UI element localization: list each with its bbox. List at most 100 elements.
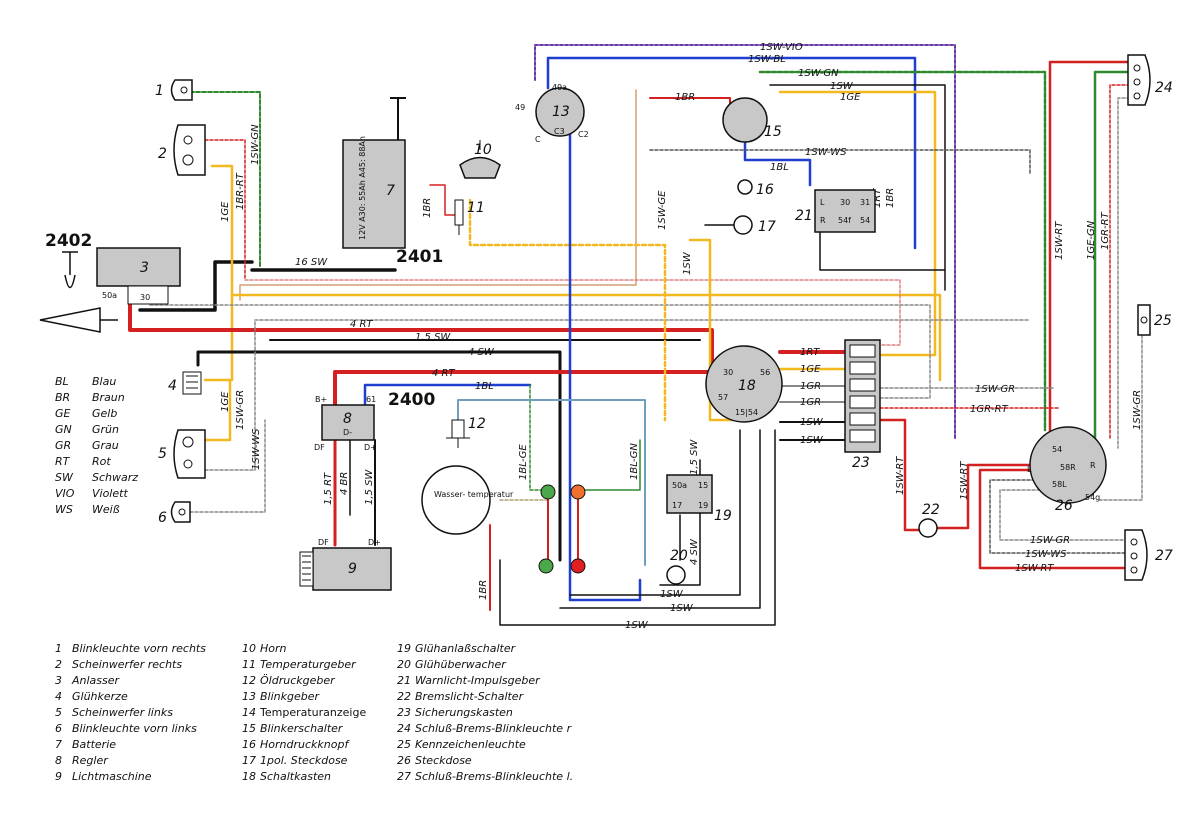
wire-18-ge-dash (468, 198, 667, 422)
wire-1bl-gn (579, 439, 641, 491)
wire-1sw-bl (546, 56, 917, 250)
wire-6 (189, 419, 266, 513)
wire-1sw-gn-2 (189, 91, 261, 269)
svg-text:7: 7 (55, 738, 62, 751)
wire-1sw-bot2 (559, 429, 761, 609)
wire-4rt (128, 298, 714, 367)
svg-text:10: 10 (242, 642, 256, 655)
component-5-headlight-left: 5 (158, 429, 206, 479)
component-number: 17 (758, 219, 776, 235)
wire-label: 1SW-BL (748, 54, 786, 65)
svg-text:23: 23 (397, 706, 411, 719)
component-number: 11 (467, 200, 485, 216)
svg-text:19: 19 (397, 642, 411, 655)
wire-label: 1SW-GR (1132, 390, 1143, 430)
wire-label: 1SW (830, 81, 854, 92)
wire-23-red-out (878, 418, 920, 532)
wire-24-green (1093, 70, 1132, 447)
svg-text:VIO: VIO (55, 487, 75, 500)
component-16-horn-button: 16 (737, 179, 774, 198)
terminal-label: DF (318, 538, 329, 547)
wire-label: 1BL-GE (518, 444, 529, 480)
svg-text:Regler: Regler (72, 754, 109, 767)
wire-ge-long (230, 293, 942, 382)
component-3-starter: 3 50a 30 2402 (39, 231, 181, 333)
wire-label: 1SW-RT (1054, 221, 1065, 260)
wire-label: 1GE (840, 92, 861, 103)
svg-text:Glühanlaßschalter: Glühanlaßschalter (415, 642, 517, 655)
wire-1ge-5 (198, 378, 232, 442)
wire-label: 1SW-GR (1030, 535, 1070, 546)
svg-text:Lichtmaschine: Lichtmaschine (72, 770, 152, 783)
wire-label: 1GR (800, 397, 821, 408)
svg-text:20: 20 (397, 658, 411, 671)
component-19-glow-start-switch: 19 50a 15 17 19 (666, 474, 732, 524)
wire-1sw-gn (758, 70, 1047, 432)
svg-text:SW: SW (55, 471, 74, 484)
svg-text:Glühkerze: Glühkerze (72, 690, 128, 703)
terminal-label: 15 (698, 481, 708, 490)
wire-label: 1SW-WS (251, 428, 262, 470)
wire-label: 4 SW (689, 538, 700, 565)
terminal-label: 30 (140, 293, 150, 302)
component-number: 6 (158, 510, 167, 526)
wire-label: 1SW (670, 603, 694, 614)
component-6-turn-signal-front-left: 6 (158, 501, 191, 526)
svg-text:3: 3 (55, 674, 62, 687)
svg-text:6: 6 (55, 722, 62, 735)
component-22-brake-light-switch: 22 (918, 502, 940, 538)
wire-c2-blue (568, 133, 642, 602)
svg-text:Gelb: Gelb (92, 407, 117, 420)
wire-label: 1BL-GN (629, 443, 640, 480)
component-number: 25 (1154, 313, 1172, 329)
svg-text:GR: GR (55, 439, 71, 452)
terminal-label: 50a (672, 481, 687, 490)
svg-text:13: 13 (242, 690, 256, 703)
component-7-battery: 7 12V A30: 55Ah A45: 88Ah 2401 (342, 97, 443, 267)
wire-1bl-8 (363, 383, 532, 407)
wire-25 (1099, 329, 1143, 501)
component-number: 20 (670, 548, 688, 564)
wire-label: 1SW-GR (235, 390, 246, 430)
terminal-label: 54g (1085, 493, 1100, 502)
wire-11 (429, 184, 456, 216)
wassertemperatur-label: Wasser- temperatur (434, 490, 514, 499)
component-9-generator: 9 DF D+ (299, 538, 392, 591)
wire-label: 4 SW (468, 347, 495, 358)
svg-text:GE: GE (55, 407, 71, 420)
svg-text:Bremslicht-Schalter: Bremslicht-Schalter (415, 690, 525, 703)
wire-rt-long-1 (244, 279, 901, 346)
svg-text:Blinkleuchte vorn rechts: Blinkleuchte vorn rechts (72, 642, 206, 655)
svg-text:27: 27 (397, 770, 411, 783)
green-indicator-lamp (538, 558, 554, 574)
svg-text:Blau: Blau (92, 375, 116, 388)
wire-1sw-vio (534, 44, 956, 441)
component-number: 27 (1155, 548, 1173, 564)
color-key-row: GE Gelb (55, 407, 117, 420)
wire-label: 1,5 RT (323, 472, 334, 505)
svg-text:24: 24 (397, 722, 411, 735)
svg-text:RT: RT (55, 455, 71, 468)
terminal-label: R (820, 216, 826, 225)
wire-label: 1,5 SW (689, 439, 700, 475)
wire-label: 1GR-RT (970, 404, 1009, 415)
terminal-label: 54 (860, 216, 870, 225)
wire-label: 1SW-RT (959, 461, 970, 500)
wire-26-27-red (978, 468, 1127, 570)
svg-text:22: 22 (397, 690, 411, 703)
red-indicator-lamp (570, 558, 586, 574)
indicator-lamps (538, 484, 586, 574)
svg-text:Schluß-Brems-Blinkleuchte r: Schluß-Brems-Blinkleuchte r (415, 722, 573, 735)
svg-text:11: 11 (242, 658, 256, 671)
